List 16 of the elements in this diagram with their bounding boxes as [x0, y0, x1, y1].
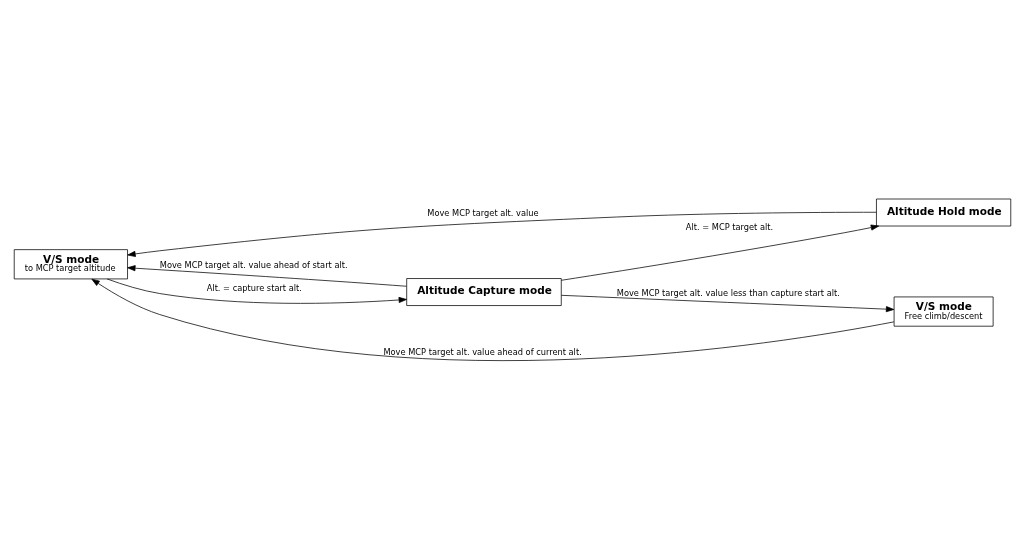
- edge-label: Move MCP target alt. value: [426, 208, 539, 219]
- edge-label: Move MCP target alt. value ahead of current alt.: [382, 346, 582, 357]
- edge-label: Alt. = MCP target alt.: [685, 222, 773, 233]
- node-box: V/S mode Free climb/descent: [893, 296, 993, 327]
- edge-label: Alt. = capture start alt.: [206, 283, 302, 294]
- edge-label: Move MCP target alt. value less than capture start alt.: [616, 287, 840, 298]
- arrow: [90, 278, 894, 361]
- node-box: Altitude Capture mode: [405, 278, 562, 306]
- node-box: V/S mode to MCP target altitude: [13, 249, 128, 280]
- arrow: [560, 224, 879, 281]
- arrow: [126, 265, 407, 287]
- arrow: [106, 278, 407, 304]
- node-box: Altitude Hold mode: [875, 198, 1011, 227]
- arrow: [560, 294, 894, 313]
- edge-label: Move MCP target alt. value ahead of start alt.: [159, 259, 348, 270]
- arrow: [126, 211, 877, 257]
